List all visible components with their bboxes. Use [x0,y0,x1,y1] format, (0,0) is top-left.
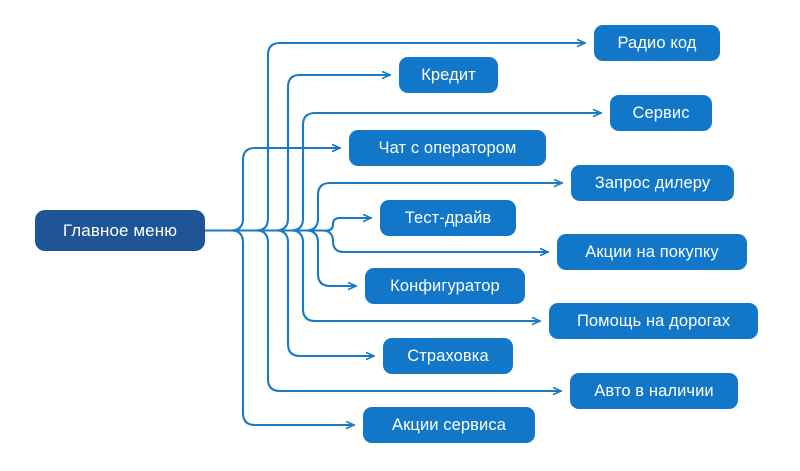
node-root-main-menu[interactable]: Главное меню [35,210,205,251]
node-test-drive-label: Тест-драйв [404,208,492,227]
node-root-label: Главное меню [62,221,178,240]
node-credit-label: Кредит [421,65,476,84]
node-test-drive[interactable]: Тест-драйв [380,200,516,236]
node-chat-operator[interactable]: Чат с оператором [349,130,546,166]
node-cars-in-stock[interactable]: Авто в наличии [570,373,738,409]
node-service-promos-label: Акции сервиса [391,415,506,434]
node-cars-in-stock-label: Авто в наличии [594,381,714,400]
edge-root-to-road-assistance [203,229,542,322]
node-purchase-promos-label: Акции на покупку [585,242,719,261]
node-dealer-request-label: Запрос дилеру [594,173,711,192]
node-service-promos[interactable]: Акции сервиса [363,407,535,443]
node-dealer-request[interactable]: Запрос дилеру [571,165,734,201]
edge-root-to-insurance [203,229,376,357]
edge-root-to-configurator [203,229,358,287]
edge-root-to-service-promos [203,229,356,426]
node-service[interactable]: Сервис [610,95,712,131]
edge-root-to-cars-in-stock [203,229,563,392]
node-road-assistance-label: Помощь на дорогах [576,311,731,330]
node-radio-code-label: Радио код [617,33,697,52]
node-chat-operator-label: Чат с оператором [378,138,517,157]
node-insurance-label: Страховка [407,346,489,365]
node-radio-code[interactable]: Радио код [594,25,720,61]
node-service-label: Сервис [632,103,690,122]
node-insurance[interactable]: Страховка [383,338,513,374]
node-configurator[interactable]: Конфигуратор [365,268,525,304]
node-credit[interactable]: Кредит [399,57,498,93]
edge-root-to-test-drive [203,218,373,232]
node-configurator-label: Конфигуратор [390,276,500,295]
edge-root-to-purchase-promos [203,229,550,253]
node-road-assistance[interactable]: Помощь на дорогах [549,303,758,339]
node-purchase-promos[interactable]: Акции на покупку [557,234,747,270]
connector-edges [203,43,603,426]
